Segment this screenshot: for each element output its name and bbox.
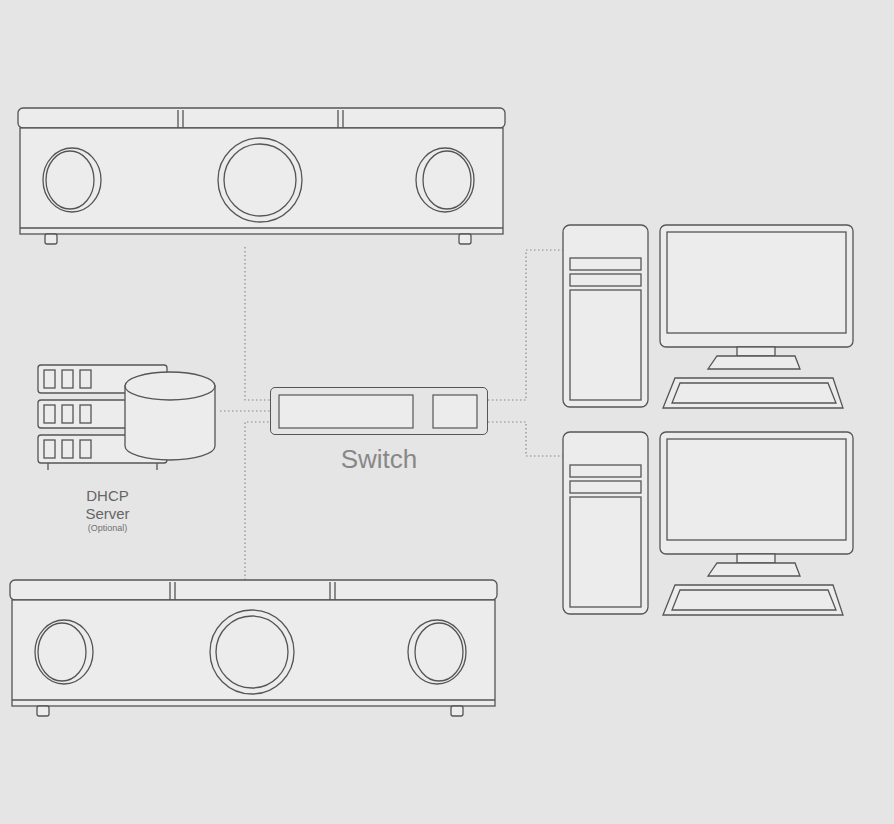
camera-cap	[18, 108, 505, 128]
text-group: DHCP Server(Optional)	[30, 487, 185, 534]
switch-port	[433, 395, 477, 428]
server-node: DHCP Server(Optional)	[30, 360, 220, 545]
server-slot	[62, 405, 73, 423]
camera-edge	[12, 699, 495, 700]
camera-foot	[45, 234, 57, 244]
camera-body	[12, 600, 495, 706]
server-slot	[62, 440, 73, 458]
network-cable	[220, 410, 270, 411]
drive-bay	[570, 481, 641, 493]
monitor-screen	[667, 439, 846, 540]
node-label: Switch	[341, 445, 418, 475]
tower-panel	[570, 290, 641, 400]
stereo-camera	[18, 108, 505, 244]
tower-panel	[570, 497, 641, 607]
cap-seam	[169, 582, 170, 600]
camera-cap	[10, 580, 497, 600]
camera-lens-inner	[423, 151, 471, 209]
keyboard	[663, 378, 843, 408]
cap-seam	[337, 110, 338, 128]
server-icon	[38, 365, 215, 470]
camera-lens-inner	[46, 151, 94, 209]
cap-seam	[182, 110, 183, 128]
server-slot	[80, 405, 91, 423]
drive-bay	[570, 258, 641, 270]
network-wire	[245, 247, 270, 400]
camera-edge	[20, 227, 503, 228]
monitor-screen	[667, 232, 846, 333]
drive-bay	[570, 274, 641, 286]
drive-bay	[570, 465, 641, 477]
node-note: (Optional)	[88, 523, 128, 534]
keyboard-keys	[672, 383, 836, 403]
stereo-camera	[10, 580, 497, 716]
switch-panels	[279, 395, 477, 428]
monitor	[660, 225, 853, 347]
server-slot	[62, 370, 73, 388]
monitor-base	[708, 356, 800, 369]
text-group: Switch	[270, 435, 488, 475]
workstation	[563, 225, 853, 408]
network-wires	[245, 247, 563, 580]
cap-seam	[334, 582, 335, 600]
switch-panel	[279, 395, 413, 428]
pc-tower	[563, 225, 648, 407]
server-slot	[44, 440, 55, 458]
database-top	[125, 372, 215, 400]
server-slot	[44, 370, 55, 388]
cap-seam	[174, 582, 175, 600]
workstation	[563, 432, 853, 615]
network-wire	[245, 422, 270, 580]
camera-lens	[43, 148, 101, 212]
camera-lens-inner	[224, 144, 296, 216]
network-wire	[488, 250, 563, 400]
camera-lens-inner	[415, 623, 463, 681]
switch-node: Switch	[270, 387, 488, 479]
camera-body	[20, 128, 503, 234]
camera-lens-inner	[38, 623, 86, 681]
switch-box	[270, 387, 488, 435]
monitor	[660, 432, 853, 554]
keyboard	[663, 585, 843, 615]
server-slot	[80, 440, 91, 458]
server-foot	[47, 463, 48, 470]
camera-foot	[37, 706, 49, 716]
server-slot	[44, 405, 55, 423]
camera-lens	[35, 620, 93, 684]
cap-seam	[329, 582, 330, 600]
camera-foot	[451, 706, 463, 716]
camera-lens	[416, 148, 474, 212]
node-title: DHCP Server	[78, 487, 138, 523]
cap-seam	[177, 110, 178, 128]
camera-lens-inner	[216, 616, 288, 688]
monitor-neck	[737, 554, 775, 563]
network-wire	[488, 422, 563, 456]
camera-foot	[459, 234, 471, 244]
camera-lens	[210, 610, 294, 694]
monitor-neck	[737, 347, 775, 356]
pc-tower	[563, 432, 648, 614]
camera-lens	[408, 620, 466, 684]
monitor-base	[708, 563, 800, 576]
camera-lens	[218, 138, 302, 222]
server-foot	[156, 463, 157, 470]
cap-seam	[342, 110, 343, 128]
keyboard-keys	[672, 590, 836, 610]
server-slot	[80, 370, 91, 388]
